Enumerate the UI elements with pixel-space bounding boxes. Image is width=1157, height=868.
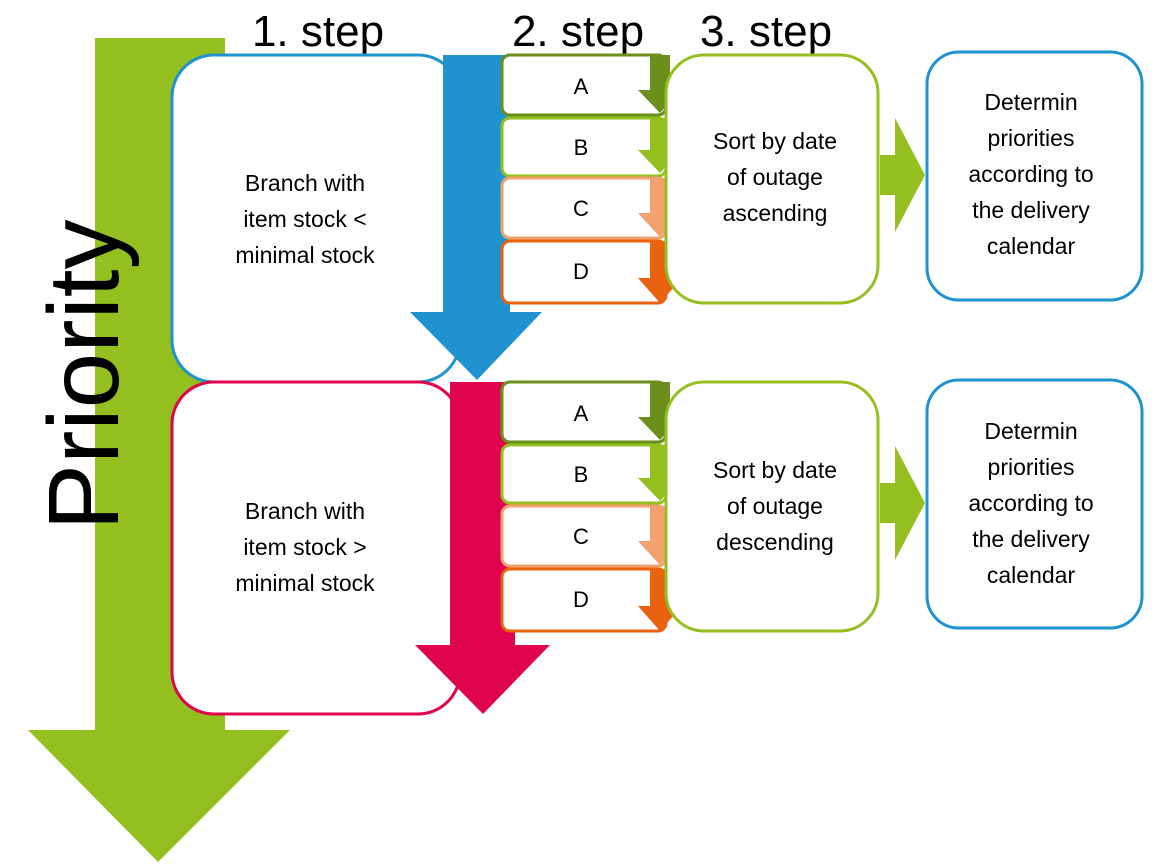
step3-heading: 3. step [700,7,832,56]
category-label: D [573,587,589,612]
result-box-1 [925,50,1144,302]
green-right-arrow [880,446,925,560]
result-line: priorities [988,125,1075,151]
category-label: A [574,74,589,99]
category-label: C [573,524,589,549]
branch-line: minimal stock [235,570,375,596]
priority-label: Priority [28,219,140,530]
result-line: calendar [987,562,1076,588]
sort-line: Sort by date [713,128,837,154]
sort-line: of outage [727,493,823,519]
category-label: B [574,135,589,160]
branch-line: Branch with [245,498,365,524]
result-box-2 [925,378,1144,630]
step1-heading: 1. step [252,7,384,56]
result-line: Determin [984,89,1077,115]
crimson-down-arrow [415,382,550,714]
result-line: the delivery [972,526,1090,552]
category-arrow-d [638,241,682,303]
category-label: C [573,196,589,221]
sort-line: of outage [727,164,823,190]
branch-line: minimal stock [235,242,375,268]
category-arrow-d [638,569,682,631]
result-line: priorities [988,454,1075,480]
step2-heading: 2. step [512,7,644,56]
category-label: A [574,401,589,426]
category-label: B [574,462,589,487]
result-line: Determin [984,418,1077,444]
result-line: the delivery [972,197,1090,223]
result-line: according to [968,490,1093,516]
branch-text-low-stock: Branch with item stock < minimal stock [235,170,375,268]
sort-line: descending [716,529,834,555]
branch-line: item stock < [243,206,366,232]
result-line: according to [968,161,1093,187]
branch-line: Branch with [245,170,365,196]
branch-line: item stock > [243,534,366,560]
sort-line: ascending [723,200,828,226]
category-label: D [573,259,589,284]
sort-box-ascending [664,53,880,305]
green-right-arrow [880,118,925,232]
sort-line: Sort by date [713,457,837,483]
sort-box-descending [664,380,880,633]
result-line: calendar [987,233,1076,259]
